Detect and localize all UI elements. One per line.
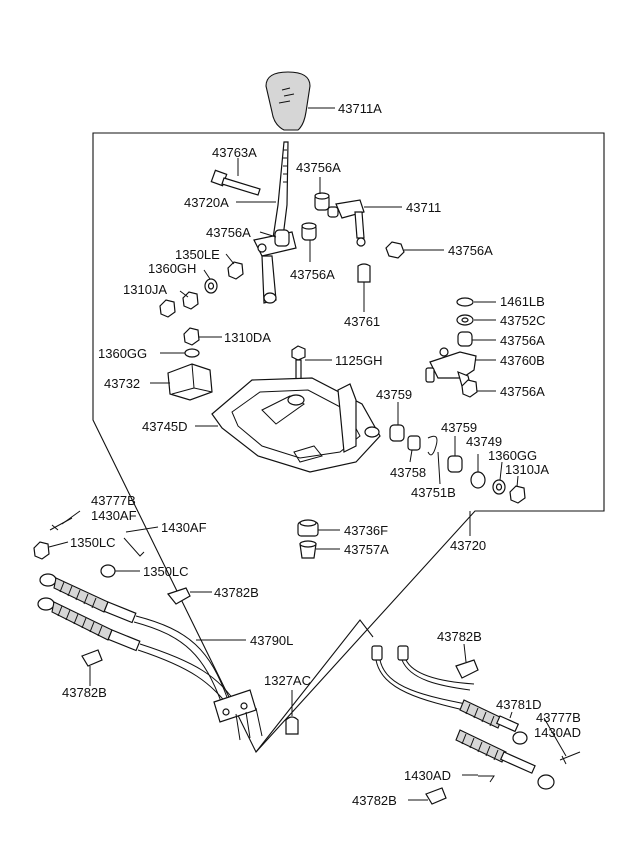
label-1125gh: 1125GH: [335, 353, 382, 368]
washer-1360gg-1: [160, 348, 200, 358]
label-1430af-1: 1430AF: [91, 508, 137, 523]
label-43782b-4: 43782B: [352, 793, 397, 808]
label-43777b-1: 43777B: [91, 493, 136, 508]
label-43756a-1: 43756A: [296, 160, 341, 175]
cap-43761: [357, 263, 371, 312]
nut-1350le: [225, 253, 244, 280]
bushing-43756a-1: [314, 177, 330, 211]
label-43711: 43711: [406, 200, 441, 215]
bracket-43732: [150, 363, 213, 401]
label-43756a-3: 43756A: [290, 267, 335, 282]
label-1360gh: 1360GH: [148, 261, 196, 276]
washer-1360gh: [203, 269, 218, 294]
nut-43756a-4: [385, 241, 444, 259]
base-plate-43745d: [195, 377, 381, 473]
bushing-43756a-2: [259, 229, 290, 247]
clip-43782b-2: [81, 649, 103, 686]
label-43745d: 43745D: [142, 419, 188, 434]
label-1327ac: 1327AC: [264, 673, 311, 688]
label-1350le: 1350LE: [175, 247, 220, 262]
label-1461lb: 1461LB: [500, 294, 545, 309]
clip-43782b-1: [166, 587, 212, 605]
bushing-43756a-5: [457, 331, 496, 347]
label-43756a-5: 43756A: [500, 333, 545, 348]
select-lever-43711: [327, 199, 402, 247]
label-43736f: 43736F: [344, 523, 388, 538]
label-43781d: 43781D: [496, 697, 542, 712]
bolt-1327ac: [285, 690, 299, 735]
cable-right: [371, 645, 555, 790]
nut-43756a-6: [461, 379, 496, 398]
clip-43751b: [427, 435, 441, 485]
label-1350lc-1: 1350LC: [70, 535, 116, 550]
nut-1310ja-1: [179, 290, 199, 310]
label-1310da: 1310DA: [224, 330, 271, 345]
bushing-43758: [407, 435, 421, 463]
shift-knob: [265, 71, 335, 131]
cap-43736f: [297, 519, 340, 537]
label-43759-2: 43759: [441, 420, 477, 435]
label-43751b: 43751B: [411, 485, 456, 500]
label-43759-1: 43759: [376, 387, 412, 402]
washer-1350lc-2: [100, 564, 140, 578]
label-43757a: 43757A: [344, 542, 389, 557]
label-43720: 43720: [450, 538, 486, 553]
washer-43752c: [456, 314, 496, 326]
label-43763a: 43763A: [212, 145, 257, 160]
label-43760b: 43760B: [500, 353, 545, 368]
washer-1360gg-2: [492, 461, 506, 495]
label-1360gg-2: 1360GG: [488, 448, 537, 463]
label-43711a: 43711A: [338, 101, 382, 116]
label-43782b-1: 43782B: [214, 585, 259, 600]
assembly-outline: [92, 132, 605, 753]
label-43758: 43758: [390, 465, 426, 480]
shift-lever: [236, 141, 297, 304]
label-43790l: 43790L: [250, 633, 293, 648]
cable-group-outline: [255, 619, 374, 753]
label-43782b-2: 43782B: [62, 685, 107, 700]
label-43720a: 43720A: [184, 195, 229, 210]
label-1430af-2: 1430AF: [161, 520, 207, 535]
clip-43782b-3: [455, 643, 479, 679]
label-43752c: 43752C: [500, 313, 546, 328]
label-43732: 43732: [104, 376, 140, 391]
nut-1350lc-1: [33, 541, 69, 560]
label-1310ja-2: 1310JA: [505, 462, 549, 477]
washer-1461lb: [456, 297, 496, 307]
lever-43760b: [425, 347, 496, 387]
pin-1430ad-2: [462, 774, 495, 783]
cable-43790l: [37, 573, 263, 741]
label-43756a-2: 43756A: [206, 225, 251, 240]
pin-43777b-2: [543, 717, 581, 765]
nut-1310da: [183, 327, 222, 346]
bolt-1125gh: [291, 345, 332, 381]
label-43756a-6: 43756A: [500, 384, 545, 399]
label-43756a-4: 43756A: [448, 243, 493, 258]
label-43777b-2: 43777B: [536, 710, 581, 725]
bolt-43763a: [210, 158, 261, 196]
nut-1310ja-2: [509, 475, 526, 504]
part-labels: 43711A 43763A 43756A 43711 43720A 43756A…: [62, 101, 581, 808]
label-1360gg-1: 1360GG: [98, 346, 147, 361]
pin-43777b-1: [49, 510, 81, 531]
label-1310ja-1: 1310JA: [123, 282, 167, 297]
clip-43782b-4: [408, 787, 447, 805]
clip-1430af-2: [123, 526, 159, 557]
label-43749: 43749: [466, 434, 502, 449]
washer-43749: [470, 454, 486, 489]
bushing-43756a-3: [301, 222, 317, 262]
label-43761: 43761: [344, 314, 380, 329]
bushing-43757a: [299, 540, 340, 559]
label-1430ad-1: 1430AD: [534, 725, 581, 740]
nut-1310ja-1b: [159, 299, 176, 318]
bushing-43759-2: [447, 436, 463, 473]
bushing-43759-1: [389, 402, 405, 442]
label-1350lc-2: 1350LC: [143, 564, 189, 579]
label-1430ad-2: 1430AD: [404, 768, 451, 783]
label-43782b-3: 43782B: [437, 629, 482, 644]
